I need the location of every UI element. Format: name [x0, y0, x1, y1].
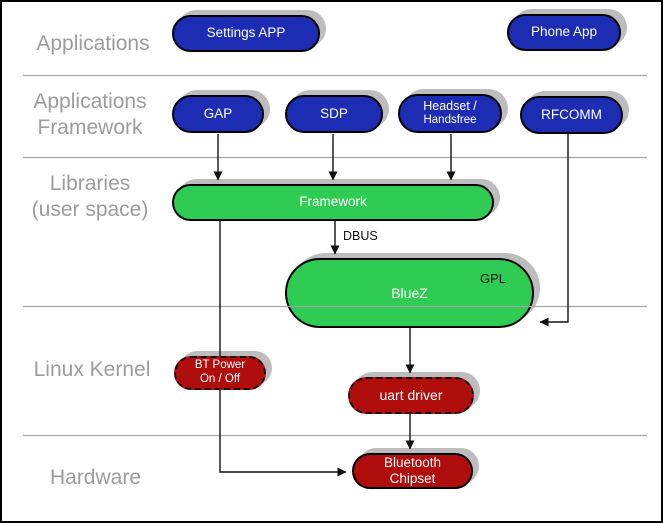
layer-label-hardware: Hardware	[18, 465, 173, 491]
node-settings-app: Settings APP	[172, 15, 320, 52]
node-bluetooth-chipset-line1: Bluetooth	[383, 454, 442, 470]
layer-label-app-framework-line1: Applications	[33, 90, 147, 113]
node-gap-label: GAP	[203, 105, 233, 121]
layer-label-applications: Applications	[18, 31, 168, 57]
layer-label-libraries: Libraries (user space)	[10, 171, 170, 223]
node-rfcomm-label: RFCOMM	[541, 106, 602, 122]
node-uart-driver: uart driver	[348, 377, 474, 414]
layer-label-applications-line1: Applications	[36, 32, 150, 55]
node-bluez-label: BlueZ	[391, 284, 428, 301]
node-phone-app-label: Phone App	[530, 24, 598, 40]
layer-label-linux-kernel: Linux Kernel	[12, 357, 172, 383]
layer-label-applications-framework: Applications Framework	[10, 89, 170, 141]
layer-label-app-framework-line2: Framework	[37, 116, 143, 139]
node-bt-power: BT Power On / Off	[174, 356, 266, 390]
node-bluetooth-chipset-line2: Chipset	[389, 471, 436, 486]
wire-rfcomm-to-bluez	[539, 134, 569, 327]
node-uart-driver-label: uart driver	[379, 387, 443, 404]
node-bluez-gpl-tag: GPL	[479, 271, 506, 286]
wire-btpower-to-chipset	[219, 390, 347, 477]
dbus-label: DBUS	[343, 229, 378, 243]
layer-label-libraries-line1: Libraries	[49, 172, 131, 195]
node-settings-app-label: Settings APP	[206, 25, 286, 41]
node-framework: Framework	[172, 184, 494, 221]
layer-label-libraries-line2: (user space)	[31, 198, 149, 221]
layer-label-linux-kernel-line1: Linux Kernel	[33, 358, 151, 381]
layer-label-hardware-line1: Hardware	[49, 466, 142, 489]
node-sdp-label: SDP	[320, 105, 348, 121]
node-bluez: BlueZ GPL	[285, 258, 534, 328]
node-sdp: SDP	[285, 95, 383, 133]
node-bluetooth-chipset: Bluetooth Chipset	[352, 453, 473, 489]
node-headset-handsfree: Headset / Handsfree	[398, 94, 502, 133]
node-headset-line1: Headset /	[423, 99, 477, 114]
node-rfcomm: RFCOMM	[520, 96, 623, 134]
node-bt-power-line2: On / Off	[199, 373, 241, 385]
node-gap: GAP	[172, 95, 264, 133]
node-phone-app: Phone App	[507, 14, 621, 51]
node-framework-label: Framework	[299, 194, 367, 210]
node-headset-line2: Handsfree	[423, 114, 477, 127]
node-bt-power-line1: BT Power	[194, 359, 246, 372]
